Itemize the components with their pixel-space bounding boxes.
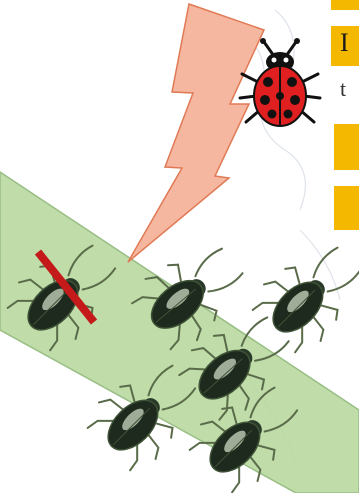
highlight-box-3 (334, 186, 359, 230)
highlight-box-top (331, 0, 359, 10)
side-text-1: I (340, 30, 349, 56)
lightning-bolt-icon (128, 4, 264, 262)
highlight-box-2 (334, 124, 359, 170)
side-text-2: t (340, 78, 346, 100)
flea-beetle-icon (246, 229, 359, 359)
